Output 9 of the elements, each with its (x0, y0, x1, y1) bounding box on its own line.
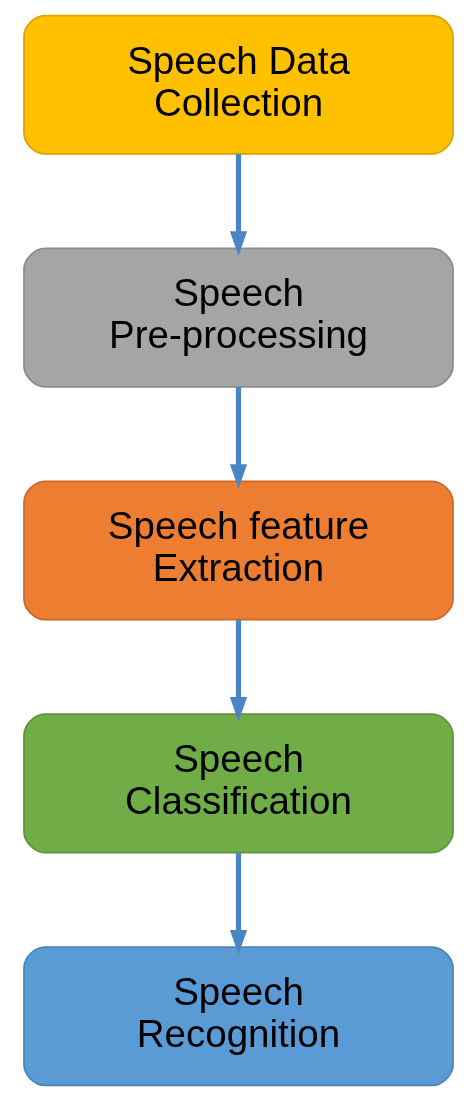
arrow (229, 154, 247, 256)
node-box: Speech Pre-processing (22, 247, 454, 388)
node-box: Speech Data Collection (22, 14, 454, 155)
node-box: Speech feature Extraction (22, 480, 454, 621)
arrow (229, 619, 247, 722)
node-box: Speech Recognition (22, 946, 454, 1087)
arrow (229, 386, 247, 489)
arrow (229, 852, 247, 955)
node-box: Speech Classification (22, 713, 454, 854)
